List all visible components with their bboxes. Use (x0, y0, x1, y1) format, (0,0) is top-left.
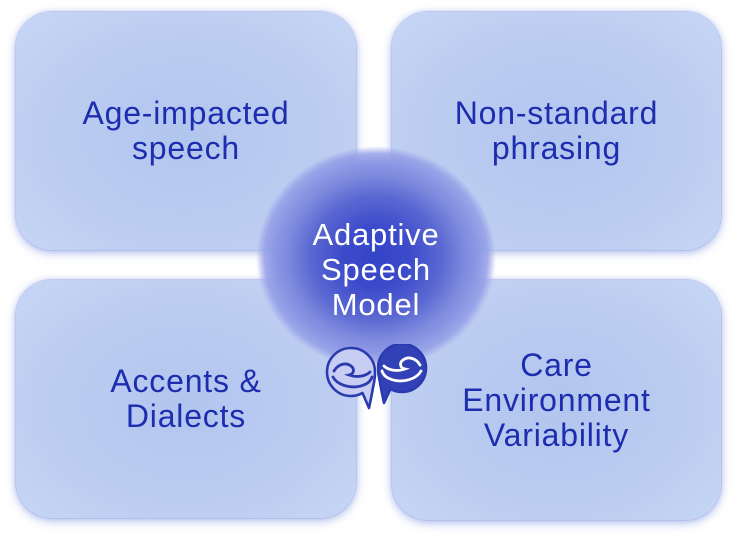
card-label: Accents & Dialects (110, 363, 262, 434)
center-circle-label: Adaptive Speech Model (312, 216, 440, 322)
card-label: Age-impacted speech (82, 95, 290, 166)
right-bubble-hand (376, 344, 428, 405)
card-age-impacted-speech: Age-impacted speech (16, 12, 356, 250)
left-bubble-hand (325, 346, 377, 410)
card-label: Non-standard phrasing (454, 95, 659, 166)
center-circle: Adaptive Speech Model (256, 146, 496, 378)
card-label: Care Environment Variability (462, 346, 651, 453)
speech-bubbles-hands-icon (325, 344, 428, 410)
